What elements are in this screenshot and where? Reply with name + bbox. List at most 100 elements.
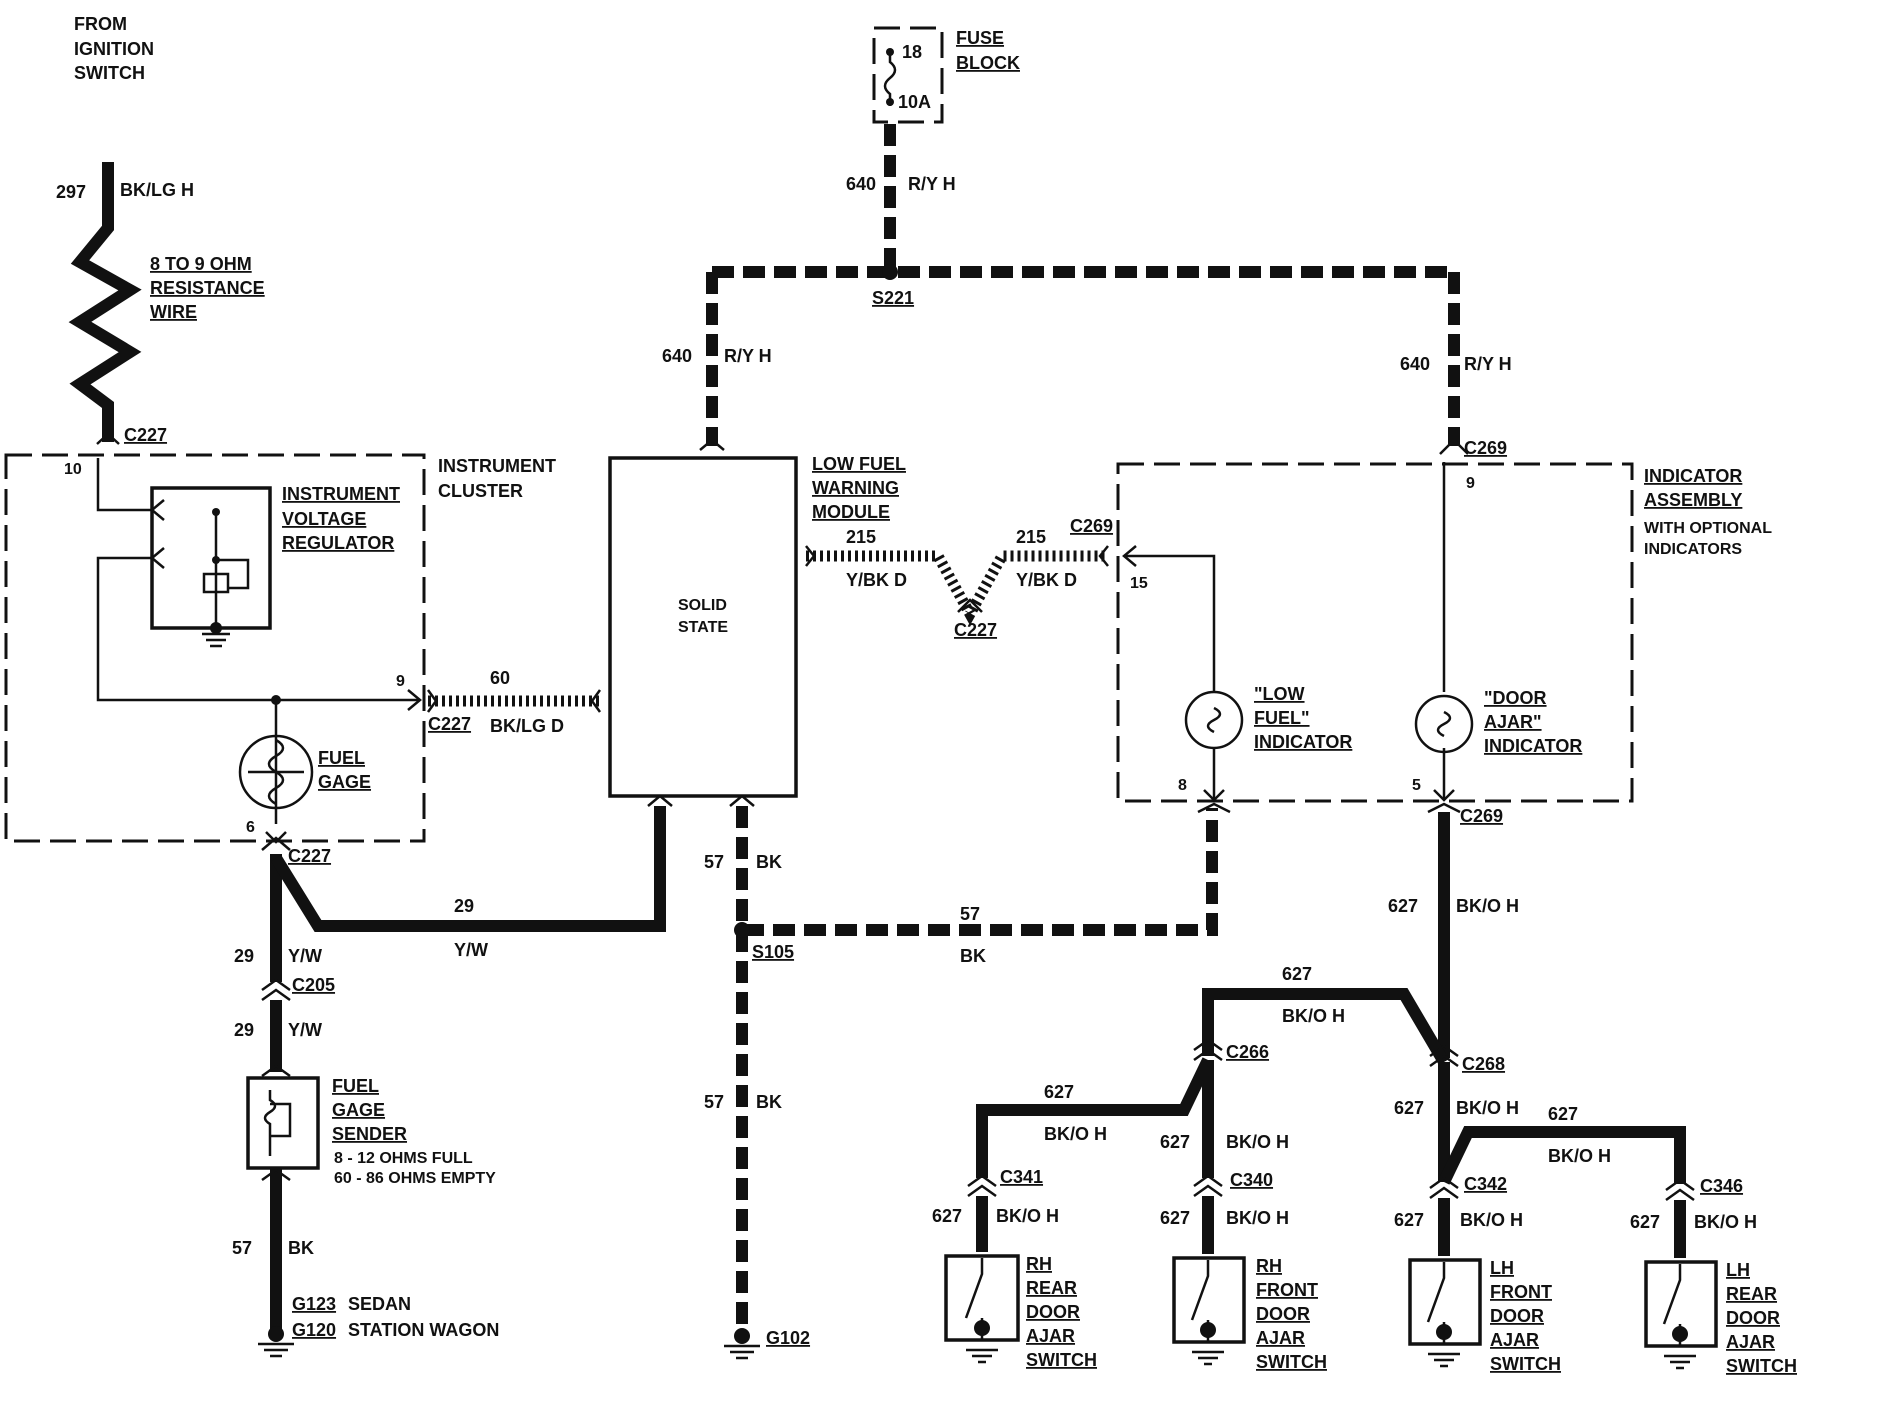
source-line-3: SWITCH [74, 63, 145, 83]
c227-cluster-label: C227 [428, 714, 471, 734]
ground-icon-lh-front [1428, 1352, 1460, 1368]
rh-front-4: AJAR [1256, 1328, 1305, 1348]
c266-connector [1193, 1038, 1223, 1062]
wire-57-to-indicator [742, 808, 1218, 936]
wire-29: C227 29 Y/W 29 Y/W C205 29 Y/W [234, 794, 673, 1072]
sender-ground-connector [261, 1168, 291, 1182]
indicator-assembly: INDICATOR ASSEMBLY WITH OPTIONAL INDICAT… [1116, 438, 1772, 826]
source-line-1: FROM [74, 14, 127, 34]
sender-ground-dot [268, 1326, 284, 1342]
lh-front-5: SWITCH [1490, 1354, 1561, 1374]
wire-215: 215 Y/BK D 215 Y/BK D C227 C269 [805, 516, 1113, 640]
wire-640: S221 640 R/Y H 640 R/Y H 640 R/Y H [662, 124, 1512, 451]
w627-n-lhr-h: 627 [1548, 1104, 1578, 1124]
c269-top-connector [1439, 438, 1469, 455]
rh-front-switch: C340 627 BK/O H RH FRONT DOOR AJAR SWITC… [1160, 1170, 1327, 1372]
fuse-block: 18 10A FUSE BLOCK [872, 26, 1020, 124]
fuse-block-title-1: FUSE [956, 28, 1004, 48]
wire-57-number-1: 57 [704, 852, 724, 872]
wire-640-number-right: 640 [1400, 354, 1430, 374]
fuel-gage-sender: FUEL GAGE SENDER 8 - 12 OHMS FULL 60 - 8… [232, 1064, 499, 1358]
w627-n-rhr-h: 627 [1044, 1082, 1074, 1102]
w627-c-rhf: BK/O H [1226, 1132, 1289, 1152]
ivr-label-3: REGULATOR [282, 533, 394, 553]
c342-label: C342 [1464, 1174, 1507, 1194]
module-57-connector [729, 794, 755, 807]
c269-bottom-label: C269 [1460, 806, 1503, 826]
sender-box [246, 1076, 320, 1170]
indicator-title-1: INDICATOR [1644, 466, 1742, 486]
sender-spec-2: 60 - 86 OHMS EMPTY [334, 1170, 496, 1187]
ground-icon-sender [258, 1342, 294, 1358]
c346-label: C346 [1700, 1176, 1743, 1196]
rh-rear-ground-dot [974, 1320, 990, 1336]
c340-connector [1193, 1174, 1223, 1198]
wire-57-ground: S105 57 BK 57 BK 57 BK G102 [704, 794, 1218, 1360]
lh-rear-ground-dot [1672, 1326, 1688, 1342]
low-fuel-indicator-2: FUEL" [1254, 708, 1310, 728]
wire-29-color-1: Y/W [288, 946, 322, 966]
indicator-pin-9: 9 [1466, 475, 1475, 492]
sender-title-1: FUEL [332, 1076, 379, 1096]
module-640-connector [699, 438, 725, 451]
module-body-2: STATE [678, 619, 728, 636]
sender-title-3: SENDER [332, 1124, 407, 1144]
c205-connector [261, 978, 291, 1002]
wire-640-number-left: 640 [662, 346, 692, 366]
wire-57-color-2: BK [960, 946, 986, 966]
gage-junction-dot [271, 695, 281, 705]
w627-c-rhr-h: BK/O H [1044, 1124, 1107, 1144]
c227-gage-label: C227 [288, 846, 331, 866]
c227-top-connector [96, 432, 120, 445]
wire-60-ends [426, 689, 602, 713]
splice-s221-label: S221 [872, 288, 914, 308]
w627-n-trunk: 627 [1388, 896, 1418, 916]
module-29-connector [647, 794, 673, 807]
wire-215-color-left: Y/BK D [846, 570, 907, 590]
w627-n-rhf: 627 [1160, 1132, 1190, 1152]
cluster-title-2: CLUSTER [438, 481, 523, 501]
module-title-2: WARNING [812, 478, 899, 498]
indicator-pin-8: 8 [1178, 777, 1187, 794]
c266-label: C266 [1226, 1042, 1269, 1062]
wire-57-color-3: BK [756, 1092, 782, 1112]
wire-29-to-module [270, 806, 666, 932]
w627-c-trunk: BK/O H [1456, 896, 1519, 916]
lh-front-switch: C342 627 BK/O H LH FRONT DOOR AJAR SWITC… [1394, 1174, 1561, 1374]
low-fuel-lamp-filament [1206, 706, 1222, 734]
ivr-contact-dot [212, 508, 220, 516]
sender-rheostat-icon [263, 1090, 292, 1156]
wire-297-number: 297 [56, 182, 86, 202]
ivr-label-1: INSTRUMENT [282, 484, 400, 504]
gage-label-1: FUEL [318, 748, 365, 768]
rh-front-ground-dot [1200, 1322, 1216, 1338]
cluster-title-1: INSTRUMENT [438, 456, 556, 476]
wire-640-color-right: R/Y H [1464, 354, 1512, 374]
module-title-1: LOW FUEL [812, 454, 906, 474]
ground-g102-label: G102 [766, 1328, 810, 1348]
wire-29-number-1: 29 [234, 946, 254, 966]
wire-57-color-1: BK [756, 852, 782, 872]
instrument-cluster-box [4, 453, 426, 843]
wire-29-number-horizontal: 29 [454, 896, 474, 916]
wire-627-to-lh-rear [1438, 1126, 1686, 1185]
ivr-ground-dot [210, 622, 222, 634]
c269-wire215-label: C269 [1070, 516, 1113, 536]
wire-627-to-c266 [1202, 988, 1450, 1066]
ground-sedan-label: SEDAN [348, 1294, 411, 1314]
rh-front-1: RH [1256, 1256, 1282, 1276]
wire-215-number-left: 215 [846, 527, 876, 547]
sender-title-2: GAGE [332, 1100, 385, 1120]
fuse-rating: 10A [898, 92, 931, 112]
gage-label-2: GAGE [318, 772, 371, 792]
w627-c-c342: BK/O H [1460, 1210, 1523, 1230]
rh-rear-3: DOOR [1026, 1302, 1080, 1322]
w627-c-lhr-h: BK/O H [1548, 1146, 1611, 1166]
rh-front-3: DOOR [1256, 1304, 1310, 1324]
ground-icon-rh-front [1192, 1350, 1224, 1366]
w627-c-lhf: BK/O H [1456, 1098, 1519, 1118]
w627-n-top: 627 [1282, 964, 1312, 984]
wire-57-color-sender: BK [288, 1238, 314, 1258]
low-fuel-indicator-3: INDICATOR [1254, 732, 1352, 752]
